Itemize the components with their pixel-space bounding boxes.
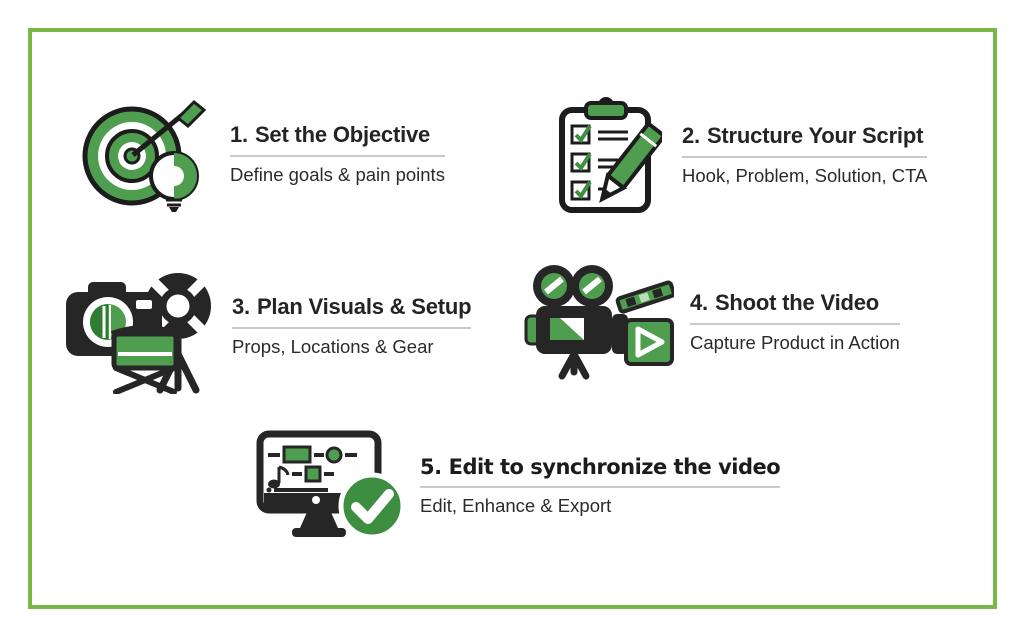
step-3-subtitle: Props, Locations & Gear — [232, 336, 434, 357]
step-2-subtitle: Hook, Problem, Solution, CTA — [682, 165, 928, 186]
step-1-title: 1.Set the Objective — [230, 122, 445, 157]
step-3-title: 3.Plan Visuals & Setup — [232, 294, 472, 329]
step-5-title: 5.Edit to synchronize the video — [420, 455, 781, 488]
step-5-subtitle: Edit, Enhance & Export — [420, 495, 612, 516]
step-5-text: 5.Edit to synchronize the video Edit, En… — [420, 455, 781, 517]
step-3-text: 3.Plan Visuals & Setup Props, Locations … — [232, 294, 472, 358]
step-2-structure-script: 2.Structure Your Script Hook, Problem, S… — [556, 96, 928, 214]
step-1-set-objective: 1.Set the Objective Define goals & pain … — [82, 96, 445, 212]
target-lightbulb-icon — [82, 99, 207, 212]
step-4-text: 4.Shoot the Video Capture Product in Act… — [690, 290, 900, 354]
step-4-subtitle: Capture Product in Action — [690, 332, 900, 353]
step-2-text: 2.Structure Your Script Hook, Problem, S… — [682, 123, 928, 187]
camera-studio-light-chair-icon — [66, 273, 211, 394]
clipboard-checklist-pencil-icon — [559, 97, 662, 213]
step-4-title: 4.Shoot the Video — [690, 290, 900, 325]
step-5-edit-video: 5.Edit to synchronize the video Edit, En… — [256, 430, 781, 542]
step-2-title: 2.Structure Your Script — [682, 123, 928, 158]
movie-camera-clapperboard-icon — [524, 265, 674, 380]
step-1-subtitle: Define goals & pain points — [230, 164, 445, 185]
step-3-plan-visuals: 3.Plan Visuals & Setup Props, Locations … — [62, 258, 472, 394]
step-4-shoot-video: 4.Shoot the Video Capture Product in Act… — [524, 262, 900, 382]
monitor-editing-checkmark-icon — [256, 430, 406, 540]
step-1-text: 1.Set the Objective Define goals & pain … — [230, 122, 445, 186]
